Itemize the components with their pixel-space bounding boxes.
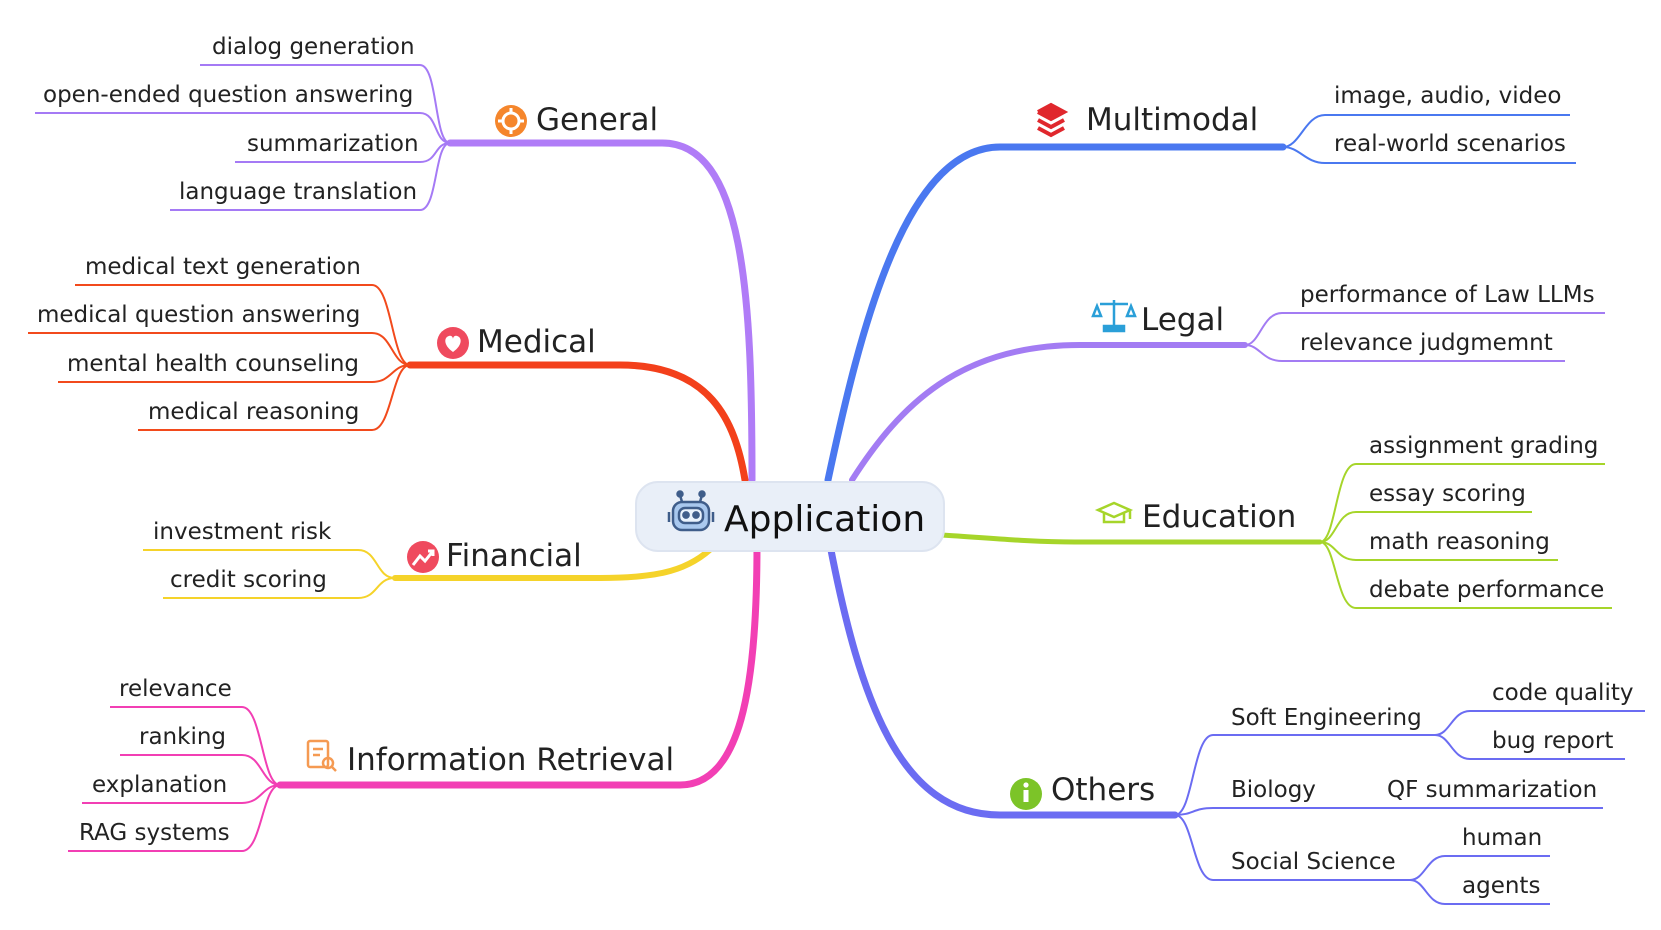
link-financial-1 (163, 577, 396, 599)
connector-financial (392, 542, 718, 581)
branch-others-label: Others (1051, 772, 1155, 808)
link-soft-engineering-0 (1434, 710, 1645, 736)
medical-item: medical question answering (37, 302, 360, 328)
link-social-science-1 (1409, 879, 1550, 905)
education-item: essay scoring (1369, 481, 1526, 507)
link-retrieval-3 (68, 784, 281, 852)
education-item: assignment grading (1369, 433, 1598, 459)
link-retrieval-2 (82, 784, 281, 804)
others-sub-item: code quality (1492, 680, 1633, 706)
link-retrieval-0 (110, 706, 281, 786)
multimodal-item: real-world scenarios (1334, 131, 1566, 157)
general-item: summarization (247, 131, 419, 157)
link-legal-0 (1244, 312, 1605, 346)
connector-multimodal (824, 143, 1287, 484)
link-multimodal-0 (1282, 114, 1570, 148)
link-financial-0 (143, 549, 396, 579)
education-item: math reasoning (1369, 529, 1550, 555)
branch-retrieval-label: Information Retrieval (347, 742, 674, 778)
robot-icon (667, 490, 715, 532)
retrieval-item: RAG systems (79, 820, 230, 846)
education-item: debate performance (1369, 577, 1604, 603)
gear-icon (495, 105, 527, 137)
link-retrieval-1 (120, 754, 281, 786)
branch-general-label: General (536, 102, 658, 138)
connector-legal (849, 342, 1248, 483)
medical-item: medical text generation (85, 254, 361, 280)
retrieval-item: relevance (119, 676, 232, 702)
link-education-0 (1319, 463, 1605, 543)
link-others-0 (1174, 734, 1435, 816)
branch-financial-label: Financial (446, 538, 582, 574)
center-node: Application (635, 481, 945, 552)
general-item: language translation (179, 179, 417, 205)
link-medical-3 (138, 364, 411, 431)
others-sub-item: agents (1462, 873, 1540, 899)
branch-legal-label: Legal (1141, 302, 1224, 338)
link-medical-2 (58, 364, 411, 383)
others-sub-item: QF summarization (1387, 777, 1597, 803)
others-sub-label: Social Science (1231, 849, 1396, 875)
link-medical-0 (75, 284, 411, 366)
retrieval-item: explanation (92, 772, 227, 798)
branch-medical-label: Medical (477, 324, 596, 360)
link-legal-1 (1244, 344, 1565, 362)
connector-education (939, 532, 1323, 545)
link-education-3 (1319, 541, 1612, 609)
center-label: Application (724, 499, 925, 540)
general-item: open-ended question answering (43, 82, 413, 108)
general-item: dialog generation (212, 34, 415, 60)
link-general-1 (35, 112, 451, 144)
link-others-1 (1174, 807, 1603, 816)
branch-education-label: Education (1142, 499, 1296, 535)
scales-icon (1091, 300, 1137, 333)
others-sub-label: Biology (1231, 777, 1316, 803)
link-soft-engineering-1 (1434, 734, 1625, 760)
info-icon (1010, 778, 1042, 810)
branch-multimodal-label: Multimodal (1086, 102, 1258, 138)
connector-retrieval (276, 541, 761, 789)
retrieval-item: ranking (139, 724, 226, 750)
financial-item: credit scoring (170, 567, 327, 593)
link-others-2 (1174, 814, 1410, 881)
link-multimodal-1 (1282, 146, 1576, 164)
connector-others (826, 541, 1179, 819)
others-sub-item: human (1462, 825, 1542, 851)
others-sub-label: Soft Engineering (1231, 705, 1422, 731)
connector-general (446, 139, 756, 484)
link-social-science-0 (1409, 855, 1550, 881)
legal-item: relevance judgmemnt (1300, 330, 1553, 356)
link-education-1 (1319, 511, 1532, 543)
trend-up-icon (407, 541, 439, 573)
medical-item: medical reasoning (148, 399, 359, 425)
link-general-3 (170, 142, 451, 211)
graduation-cap-icon (1094, 501, 1134, 524)
multimodal-item: image, audio, video (1334, 83, 1561, 109)
link-medical-1 (28, 332, 411, 366)
connector-medical (406, 361, 749, 484)
legal-item: performance of Law LLMs (1300, 282, 1595, 308)
medical-item: mental health counseling (67, 351, 359, 377)
link-education-2 (1319, 541, 1558, 561)
layers-icon (1037, 102, 1069, 138)
financial-item: investment risk (153, 519, 332, 545)
document-search-icon (306, 739, 337, 772)
link-general-0 (200, 64, 451, 144)
others-sub-item: bug report (1492, 728, 1613, 754)
heart-icon (437, 327, 469, 359)
